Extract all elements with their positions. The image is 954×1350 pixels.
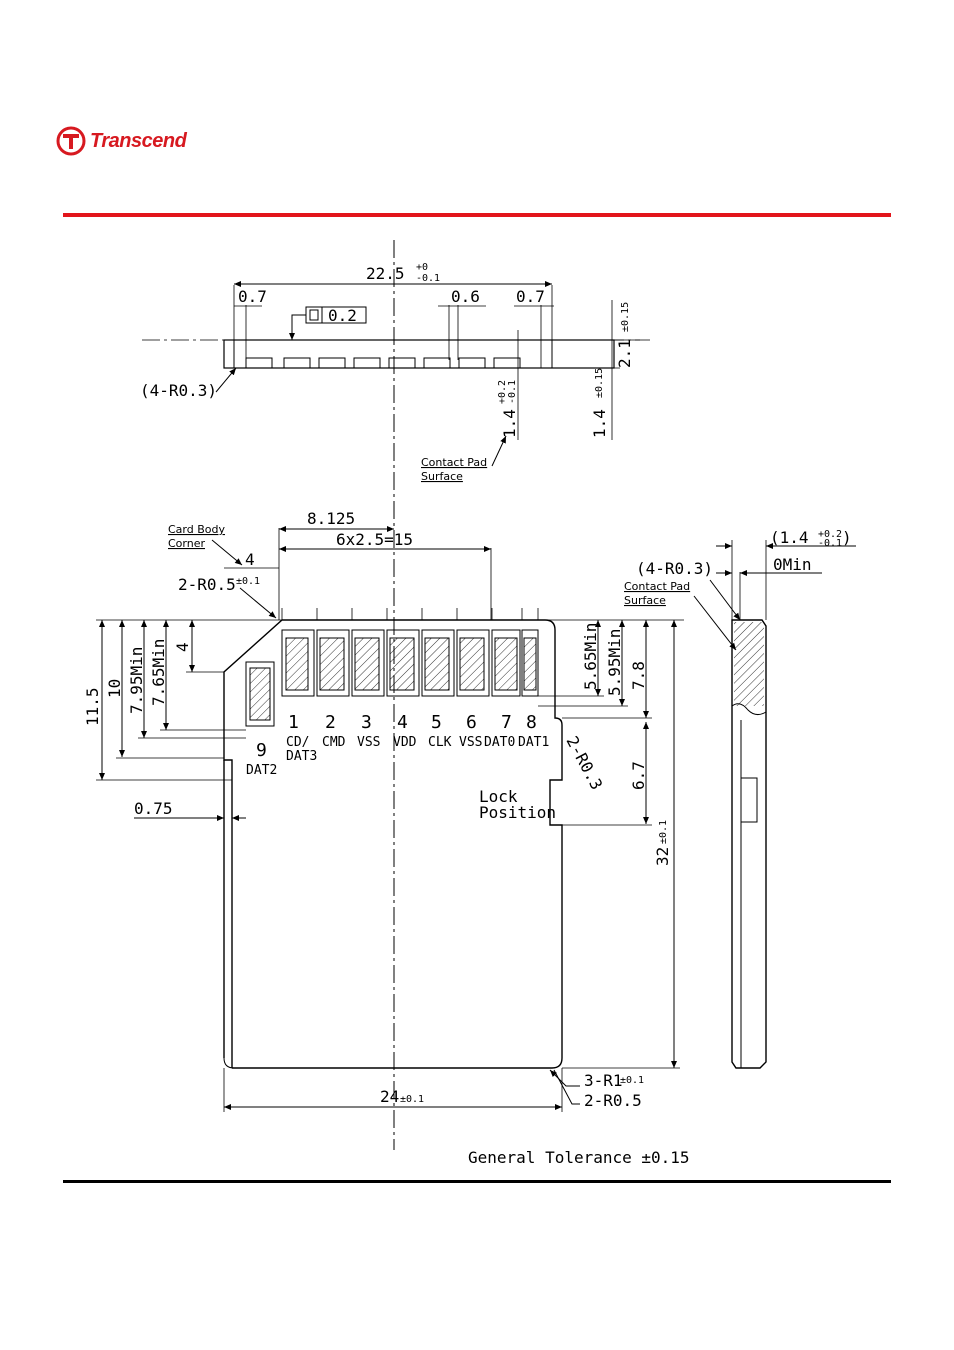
pin-1-label: CD/ <box>286 735 309 750</box>
top-width: 22.5 <box>366 264 405 283</box>
pin-9-number: 9 <box>256 740 267 761</box>
top-width-tol-plus: +0 <box>416 262 428 273</box>
top-view: 22.5 +0 -0.1 0.7 0.6 0.7 0.2 (4-R0.3) 2.… <box>140 262 650 483</box>
corner-radius: 2-R0.5 <box>178 575 236 594</box>
top-pad-depth2-tol: ±0.15 <box>594 368 605 398</box>
dim-4-top: 4 <box>245 550 255 569</box>
pin-1-number: 1 <box>288 712 299 733</box>
side-thickness-close: ) <box>842 528 852 547</box>
pin-4-label: VDD <box>393 735 417 750</box>
card-corner-label: Corner <box>168 537 205 550</box>
top-height-tol: ±0.15 <box>620 302 631 332</box>
side-surface: Surface <box>624 594 666 607</box>
side-view: (1.4 +0.2 -0.1 ) 0Min (4-R0.3) Contact P… <box>624 528 856 1069</box>
pin-8-number: 8 <box>526 712 537 733</box>
dim-8125: 8.125 <box>307 509 355 528</box>
lock-label-2: Position <box>479 803 556 822</box>
dim-67: 6.7 <box>629 761 648 790</box>
pin-3-label: VSS <box>357 735 380 750</box>
front-view: 1 2 3 4 5 6 7 8 9 CD/ DAT3 CMD VSS VDD C… <box>83 509 684 1112</box>
pin-8-label: DAT1 <box>518 735 549 750</box>
pin-2-number: 2 <box>325 712 336 733</box>
pin-1-label2: DAT3 <box>286 749 317 764</box>
header-rule <box>63 213 891 217</box>
top-width-tol-minus: -0.1 <box>416 273 440 284</box>
pin-3-number: 3 <box>361 712 372 733</box>
lock-label-1: Lock <box>479 787 518 806</box>
dim-32-tol: ±0.1 <box>658 820 669 844</box>
corner-r1-tol: ±0.1 <box>620 1075 644 1086</box>
dim-115: 11.5 <box>83 687 102 726</box>
footer-rule <box>63 1180 891 1183</box>
dim-24-tol: ±0.1 <box>400 1094 424 1105</box>
pin-4-number: 4 <box>397 712 408 733</box>
card-body-label: Card Body <box>168 523 225 536</box>
top-pad-depth-tol-plus: +0.2 <box>497 380 508 404</box>
pin-5-number: 5 <box>431 712 442 733</box>
corner-radius-tol: ±0.1 <box>236 576 260 587</box>
top-pad-depth: 1.4 <box>500 409 519 438</box>
dim-24: 24 <box>380 1087 399 1106</box>
top-height: 2.1 <box>615 339 634 368</box>
pin-7-label: DAT0 <box>484 735 515 750</box>
top-flatness: 0.2 <box>328 306 357 325</box>
top-corner-radius: (4-R0.3) <box>140 381 217 400</box>
side-corner-radius: (4-R0.3) <box>636 559 713 578</box>
top-contact-pad: Contact Pad <box>421 456 487 469</box>
dim-075: 0.75 <box>134 799 173 818</box>
dim-78: 7.8 <box>629 661 648 690</box>
top-pad-depth2: 1.4 <box>590 409 609 438</box>
dim-32: 32 <box>653 847 672 866</box>
side-thickness: (1.4 <box>770 528 809 547</box>
top-left-offset: 0.7 <box>238 287 267 306</box>
top-right-offset: 0.7 <box>516 287 545 306</box>
contact-pads <box>245 608 539 727</box>
dim-765: 7.65Min <box>149 639 168 706</box>
dim-565: 5.65Min <box>581 623 600 690</box>
corner-r05: 2-R0.5 <box>584 1091 642 1110</box>
pin-2-label: CMD <box>322 735 346 750</box>
side-thickness-tol-plus: +0.2 <box>818 529 842 540</box>
corner-r03: 2-R0.3 <box>562 733 606 793</box>
top-surface: Surface <box>421 470 463 483</box>
top-pad-depth-tol-minus: -0.1 <box>507 380 518 404</box>
side-min: 0Min <box>773 555 812 574</box>
general-tolerance: General Tolerance ±0.15 <box>468 1148 690 1167</box>
pin-5-label: CLK <box>428 735 452 750</box>
brand-name: Transcend <box>90 129 187 152</box>
pin-6-number: 6 <box>466 712 477 733</box>
pin-6-label: VSS <box>459 735 482 750</box>
side-contact-pad: Contact Pad <box>624 580 690 593</box>
dim-10: 10 <box>105 679 124 698</box>
transcend-logo: Transcend <box>56 126 187 156</box>
dim-pitch: 6x2.5=15 <box>336 530 413 549</box>
side-thickness-tol-minus: -0.1 <box>818 538 842 549</box>
pin-7-number: 7 <box>501 712 512 733</box>
dim-595: 5.95Min <box>605 629 624 696</box>
dim-795: 7.95Min <box>127 647 146 714</box>
corner-r1: 3-R1 <box>584 1071 623 1090</box>
top-gap: 0.6 <box>451 287 480 306</box>
transcend-logo-icon <box>56 126 86 156</box>
dim-4-left: 4 <box>173 642 192 652</box>
pin-9-label: DAT2 <box>246 763 277 778</box>
